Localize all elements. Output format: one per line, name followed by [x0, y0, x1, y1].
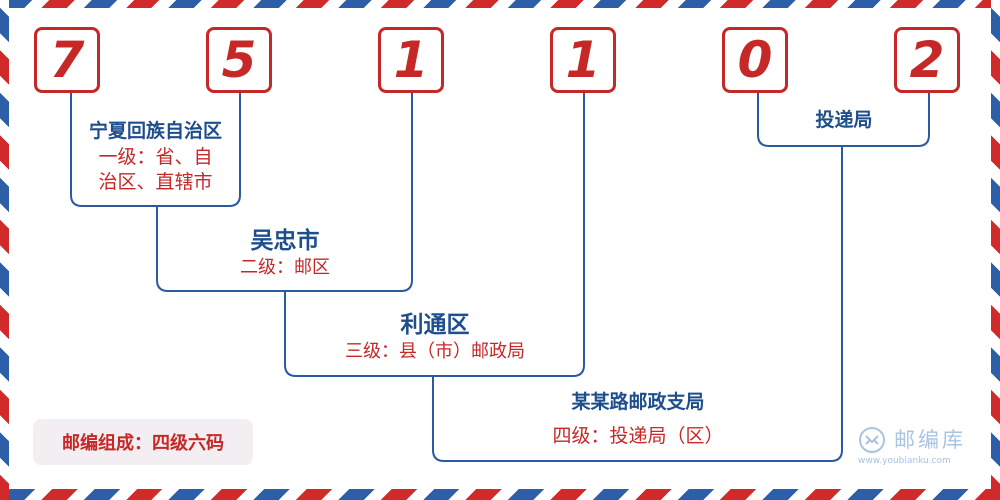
district-level: 三级：县（市）邮政局 [345, 341, 525, 363]
city-level: 二级：邮区 [240, 257, 330, 279]
watermark-url: www.youbianku.com [858, 456, 951, 466]
postcode-digit-1: 7 [34, 27, 100, 93]
airmail-border-top [0, 0, 1000, 8]
airmail-border-left [0, 0, 9, 500]
province-level-line2: 治区、直辖市 [98, 171, 213, 194]
branch-name: 某某路邮政支局 [571, 391, 705, 413]
connector-province [70, 93, 241, 207]
branch-level: 四级：投递局（区） [552, 424, 724, 447]
connector-district [284, 93, 585, 377]
city-block: 吴忠市 二级：邮区 [158, 225, 412, 280]
district-block: 利通区 三级：县（市）邮政局 [286, 309, 584, 364]
branch-block: 某某路邮政支局 四级：投递局（区） [434, 390, 842, 449]
watermark-name: 邮编库 [894, 428, 966, 452]
composition-note: 邮编组成：四级六码 [33, 419, 253, 465]
postcode-digit-5: 0 [722, 27, 788, 93]
postcode-digit-6: 2 [894, 27, 960, 93]
envelope-icon [859, 427, 885, 453]
delivery-block: 投递局 [759, 108, 929, 134]
connector-branch [432, 146, 843, 462]
city-name: 吴忠市 [250, 227, 320, 254]
postcode-digit-2: 5 [206, 27, 272, 93]
connector-delivery [757, 93, 930, 147]
province-name: 宁夏回族自治区 [88, 120, 222, 142]
province-block: 宁夏回族自治区 一级：省、自 治区、直辖市 [72, 119, 239, 196]
watermark: 邮编库 www.youbianku.com [858, 424, 978, 468]
delivery-name: 投递局 [815, 109, 873, 131]
postcode-digit-3: 1 [378, 27, 444, 93]
district-name: 利通区 [400, 311, 470, 338]
province-level-line1: 一级：省、自 [98, 145, 213, 168]
postcode-digit-4: 1 [550, 27, 616, 93]
airmail-border-bottom [0, 489, 1000, 500]
airmail-border-right [991, 0, 1000, 500]
